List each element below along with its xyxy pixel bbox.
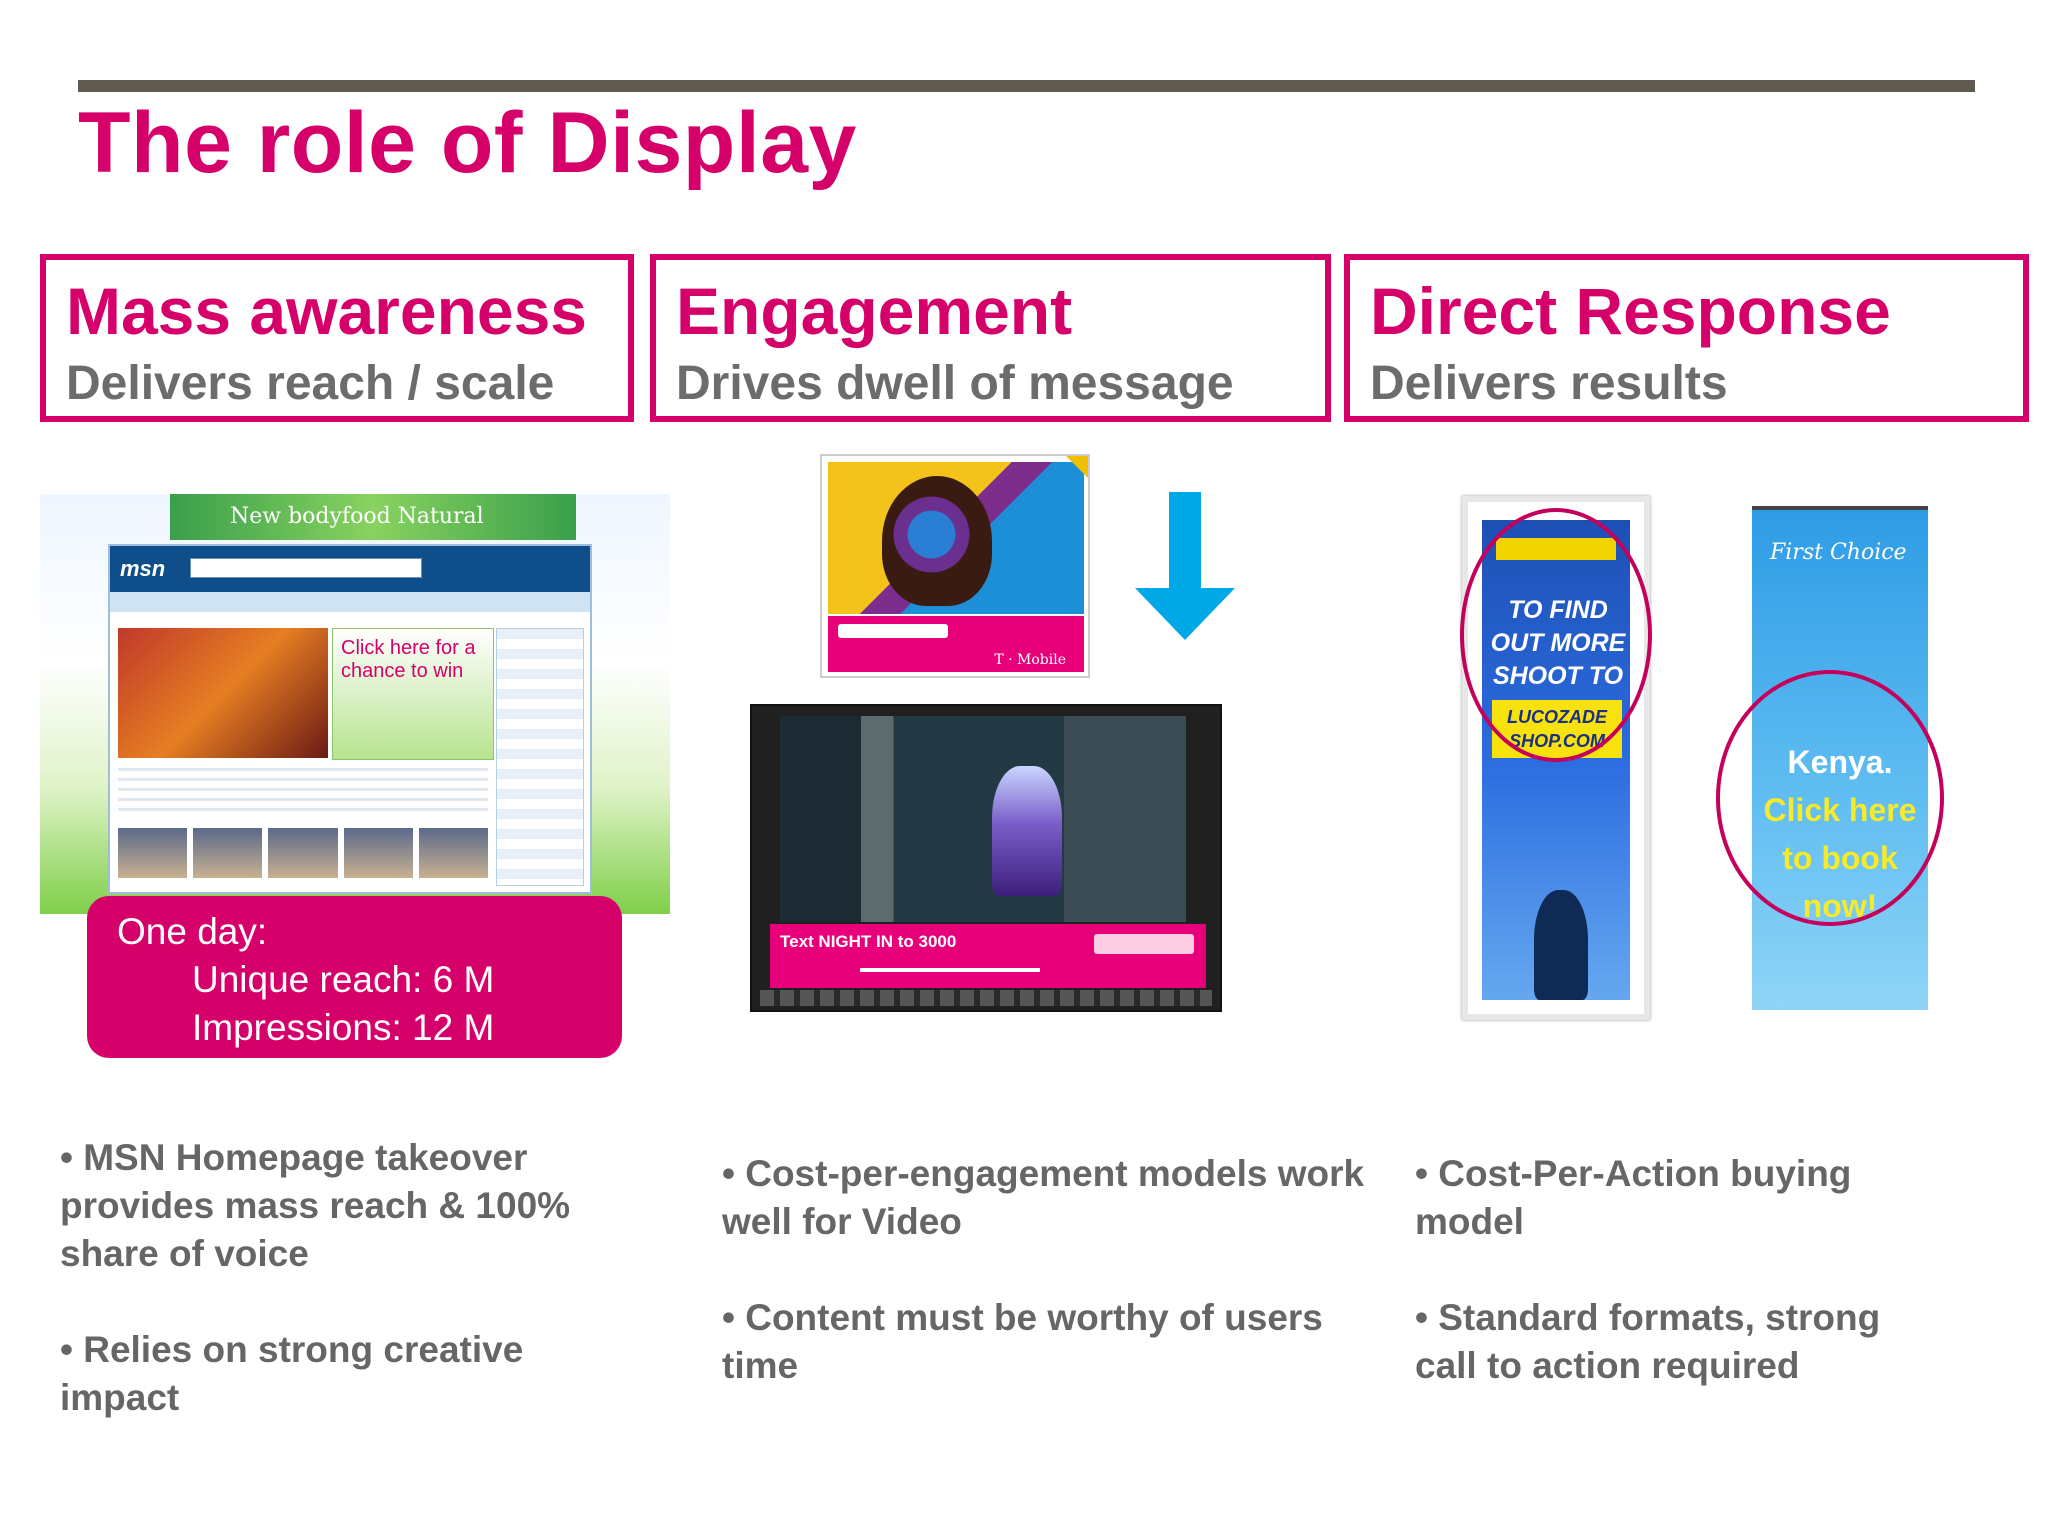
msn-thumbnail bbox=[268, 828, 338, 878]
category-subtitle: Drives dwell of message bbox=[676, 357, 1234, 410]
msn-thumbnail bbox=[118, 828, 188, 878]
tmobile-brand: T · Mobile bbox=[994, 652, 1066, 668]
bullet-text: • Relies on strong creative impact bbox=[60, 1329, 524, 1418]
highlight-circle bbox=[1716, 670, 1944, 926]
msn-banner-text: New bodyfood Natural bbox=[230, 504, 484, 529]
msn-text-lines bbox=[118, 768, 488, 818]
video-superhero-figure bbox=[992, 766, 1062, 896]
msn-thumbnail bbox=[193, 828, 263, 878]
bullet-text: • Cost-Per-Action buying model bbox=[1415, 1153, 1852, 1242]
msn-ad-unit: Click here for a chance to win bbox=[332, 628, 494, 760]
category-box-engagement: Engagement Drives dwell of message bbox=[650, 254, 1331, 422]
video-progress-bar bbox=[860, 968, 1040, 972]
msn-thumbnails bbox=[118, 828, 489, 878]
video-scene bbox=[780, 716, 1186, 922]
athlete-silhouette bbox=[1534, 890, 1588, 1000]
reach-stats-box: One day: Unique reach: 6 M Impressions: … bbox=[87, 896, 622, 1058]
highlight-circle bbox=[1460, 508, 1652, 762]
msn-ad-text: Click here for a chance to win bbox=[341, 637, 476, 682]
msn-header: msn bbox=[110, 546, 590, 592]
category-subtitle: Delivers results bbox=[1370, 357, 1728, 410]
bullet-text: • Cost-per-engagement models work well f… bbox=[722, 1153, 1365, 1242]
bullet-text: • MSN Homepage takeover provides mass re… bbox=[60, 1137, 571, 1274]
page-peel-corner bbox=[1066, 456, 1088, 478]
bullet-text: • Standard formats, strong call to actio… bbox=[1415, 1297, 1881, 1386]
tmobile-ad-click-button bbox=[838, 624, 948, 638]
msn-thumbnail bbox=[343, 828, 413, 878]
msn-homepage-screenshot: New bodyfood Natural msn Click here for … bbox=[40, 494, 670, 914]
direct-response-bullets: • Cost-Per-Action buying model • Standar… bbox=[1415, 1150, 1935, 1438]
video-caption-bar: Text NIGHT IN to 3000 bbox=[770, 924, 1206, 988]
mass-awareness-bullets: • MSN Homepage takeover provides mass re… bbox=[60, 1134, 640, 1470]
msn-navbar bbox=[110, 592, 590, 612]
video-caption: Text NIGHT IN to 3000 bbox=[780, 932, 957, 951]
stats-heading: One day: bbox=[117, 911, 268, 952]
impressions-stat: Impressions: 12 M bbox=[192, 1007, 495, 1048]
video-controls bbox=[760, 990, 1212, 1006]
video-click-button bbox=[1094, 934, 1194, 954]
category-title: Engagement bbox=[676, 274, 1073, 348]
msn-thumbnail bbox=[418, 828, 489, 878]
tmobile-ad-face bbox=[882, 476, 992, 606]
category-box-direct-response: Direct Response Delivers results bbox=[1344, 254, 2029, 422]
category-subtitle: Delivers reach / scale bbox=[66, 357, 555, 410]
tmobile-ad-bar: T · Mobile bbox=[828, 616, 1084, 672]
msn-page-mock: msn Click here for a chance to win bbox=[108, 544, 592, 894]
bullet-text: • Content must be worthy of users time bbox=[722, 1297, 1323, 1386]
top-rule bbox=[78, 80, 1975, 92]
slide-title: The role of Display bbox=[78, 95, 857, 191]
msn-takeover-banner: New bodyfood Natural bbox=[170, 494, 576, 540]
category-box-mass-awareness: Mass awareness Delivers reach / scale bbox=[40, 254, 634, 422]
category-title: Direct Response bbox=[1370, 274, 1891, 348]
msn-right-column bbox=[496, 628, 584, 886]
msn-hero-image bbox=[118, 628, 328, 758]
unique-reach-stat: Unique reach: 6 M bbox=[192, 959, 495, 1000]
category-title: Mass awareness bbox=[66, 274, 588, 348]
msn-logo: msn bbox=[120, 556, 166, 581]
msn-search-box bbox=[190, 558, 422, 578]
engagement-bullets: • Cost-per-engagement models work well f… bbox=[722, 1150, 1382, 1438]
down-arrow-icon bbox=[1135, 492, 1235, 640]
firstchoice-logo: First Choice bbox=[1770, 540, 1907, 565]
tmobile-ad-card: T · Mobile bbox=[820, 454, 1090, 678]
video-ad-player: Text NIGHT IN to 3000 bbox=[750, 704, 1222, 1012]
